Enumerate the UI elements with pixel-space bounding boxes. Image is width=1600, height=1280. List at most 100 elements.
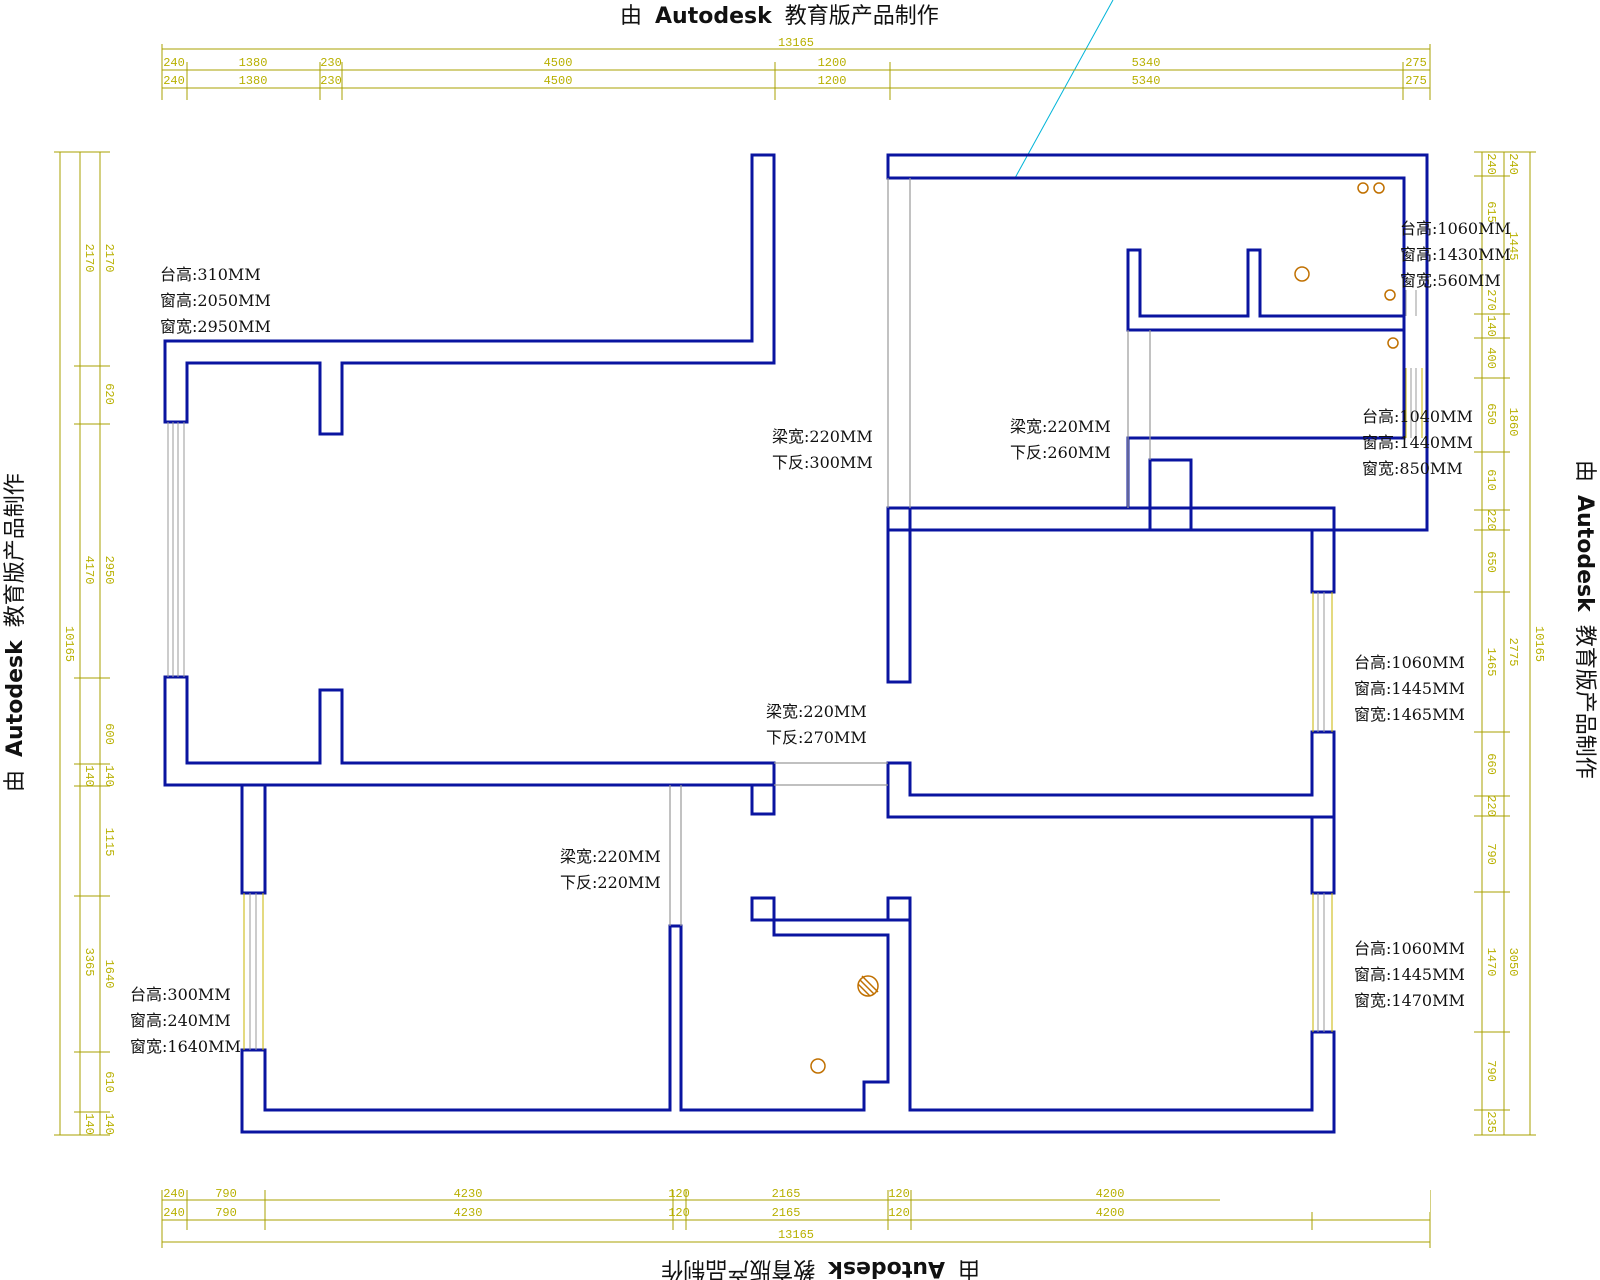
dim-bottom-7b: 4200	[1096, 1206, 1125, 1220]
dim-right-i16: 235	[1484, 1111, 1498, 1133]
dim-top-total: 13165	[778, 36, 814, 50]
svg-text:台高:1060MM: 台高:1060MM	[1400, 219, 1511, 238]
svg-text:台高:310MM: 台高:310MM	[160, 265, 261, 284]
svg-text:梁宽:220MM: 梁宽:220MM	[1010, 417, 1111, 436]
wall-middle-left	[163, 675, 776, 787]
window-top-right	[1405, 290, 1417, 316]
dim-bottom-2: 790	[215, 1187, 237, 1201]
dim-right-o5: 3050	[1506, 948, 1520, 977]
dim-top-2: 1380	[239, 56, 268, 70]
svg-text:台高:1060MM: 台高:1060MM	[1354, 653, 1465, 672]
fixtures	[810, 182, 1399, 1074]
dim-right-i11: 660	[1484, 753, 1498, 775]
annotation-beam-center-top: 梁宽:220MM 下反:300MM	[772, 427, 873, 472]
dim-right-total: 10165	[1532, 626, 1546, 662]
wall-bottom-outer	[240, 783, 267, 895]
dim-top-4: 4500	[544, 56, 573, 70]
watermark-right: 由 Autodesk 教育版产品制作	[1572, 460, 1597, 779]
annotation-window-right-lower: 台高:1060MM 窗高:1445MM 窗宽:1470MM	[1354, 939, 1465, 1010]
dim-bottom-6: 120	[888, 1187, 910, 1201]
dim-top-3b: 230	[320, 74, 342, 88]
windows	[167, 290, 1423, 1050]
dim-bottom-3b: 4230	[454, 1206, 483, 1220]
svg-text:梁宽:220MM: 梁宽:220MM	[766, 702, 867, 721]
dim-top-6: 5340	[1132, 56, 1161, 70]
dim-right-i13: 790	[1484, 843, 1498, 865]
dim-top-7: 275	[1405, 56, 1427, 70]
dim-bottom-3: 4230	[454, 1187, 483, 1201]
dim-top-7b: 275	[1405, 74, 1427, 88]
annotation-window-top-left: 台高:310MM 窗高:2050MM 窗宽:2950MM	[160, 265, 271, 336]
wall-bottom-frame	[240, 896, 1336, 1134]
hatched-pipe-icon	[857, 975, 879, 997]
pipe-icon	[810, 1058, 826, 1074]
svg-text:由 Autodesk 教育版产品制作: 由 Autodesk 教育版产品制作	[661, 1256, 980, 1280]
dim-left-total: 10165	[62, 626, 76, 662]
dim-right-i9: 650	[1484, 551, 1498, 573]
svg-text:窗宽:560MM: 窗宽:560MM	[1400, 271, 1501, 290]
dim-bottom-5b: 2165	[772, 1206, 801, 1220]
dim-top-3: 230	[320, 56, 342, 70]
dim-left-i6: 1115	[102, 828, 116, 857]
dim-right-i2: 615	[1484, 201, 1498, 223]
dim-left-i1: 2170	[102, 244, 116, 273]
dim-right-i15: 790	[1484, 1060, 1498, 1082]
pipe-icon	[1294, 266, 1310, 282]
window-left-bottom	[243, 893, 264, 1050]
dim-right-i10: 1465	[1484, 648, 1498, 677]
dim-left-i9: 140	[102, 1113, 116, 1135]
dim-left-o6: 3365	[82, 948, 96, 977]
drain-icon	[1387, 337, 1399, 349]
dim-top-2b: 1380	[239, 74, 268, 88]
annotation-beam-right-top: 梁宽:220MM 下反:260MM	[1010, 417, 1111, 462]
leader-line	[1014, 0, 1114, 179]
svg-text:台高:1060MM: 台高:1060MM	[1354, 939, 1465, 958]
dimension-bottom: 240 790 4230 120 2165 120 4200 240 790 4…	[161, 1186, 1431, 1248]
annotation-beam-center: 梁宽:220MM 下反:270MM	[766, 702, 867, 747]
dim-left-i5: 140	[102, 765, 116, 787]
dim-bottom-4b: 120	[668, 1206, 690, 1220]
dim-left-o3: 4170	[82, 556, 96, 585]
svg-text:台高:1040MM: 台高:1040MM	[1362, 407, 1473, 426]
dim-bottom-5: 2165	[772, 1187, 801, 1201]
dim-top-1b: 240	[163, 74, 185, 88]
dim-right-i7: 610	[1484, 469, 1498, 491]
dim-right-o4: 2775	[1506, 638, 1520, 667]
annotation-beam-bottom: 梁宽:220MM 下反:220MM	[560, 847, 661, 892]
dim-right-i12: 220	[1484, 795, 1498, 817]
dim-left-i7: 1640	[102, 960, 116, 989]
dim-right-i3: 270	[1484, 289, 1498, 311]
wall-top-right	[886, 153, 1429, 532]
svg-text:窗宽:1465MM: 窗宽:1465MM	[1354, 705, 1465, 724]
wall-center-stub	[750, 783, 776, 816]
svg-text:窗高:2050MM: 窗高:2050MM	[160, 291, 271, 310]
walls	[163, 153, 1429, 1134]
dim-right-o3: 1860	[1506, 408, 1520, 437]
dim-bottom-total: 13165	[778, 1228, 814, 1242]
dim-right-i8: 220	[1484, 509, 1498, 531]
window-left-large	[167, 422, 185, 677]
annotation-window-right-upper: 台高:1060MM 窗高:1445MM 窗宽:1465MM	[1354, 653, 1465, 724]
dim-bottom-6b: 120	[888, 1206, 910, 1220]
wall-right-room-a	[908, 506, 1336, 594]
wall-top-right-inner	[1126, 248, 1406, 332]
watermark-left: 由 Autodesk 教育版产品制作	[3, 473, 28, 792]
dim-right-o2: 1445	[1506, 232, 1520, 261]
svg-text:窗宽:2950MM: 窗宽:2950MM	[160, 317, 271, 336]
wall-bottom-right	[1310, 815, 1336, 895]
svg-text:窗高:1440MM: 窗高:1440MM	[1362, 433, 1473, 452]
dim-bottom-2b: 790	[215, 1206, 237, 1220]
svg-text:窗高:1445MM: 窗高:1445MM	[1354, 679, 1465, 698]
svg-text:由 Autodesk 教育版产品制作: 由 Autodesk 教育版产品制作	[1572, 460, 1597, 779]
svg-text:窗宽:1640MM: 窗宽:1640MM	[130, 1037, 241, 1056]
watermark-top: 由 Autodesk 教育版产品制作	[620, 4, 939, 29]
dim-top-6b: 5340	[1132, 74, 1161, 88]
dim-bottom-1b: 240	[163, 1206, 185, 1220]
dim-right-i4: 140	[1484, 315, 1498, 337]
svg-text:窗高:240MM: 窗高:240MM	[130, 1011, 231, 1030]
dim-bottom-7: 4200	[1096, 1187, 1125, 1201]
dim-left-i2: 620	[102, 383, 116, 405]
bottom-blank-patch	[1220, 1186, 1430, 1212]
svg-text:窗宽:850MM: 窗宽:850MM	[1362, 459, 1463, 478]
